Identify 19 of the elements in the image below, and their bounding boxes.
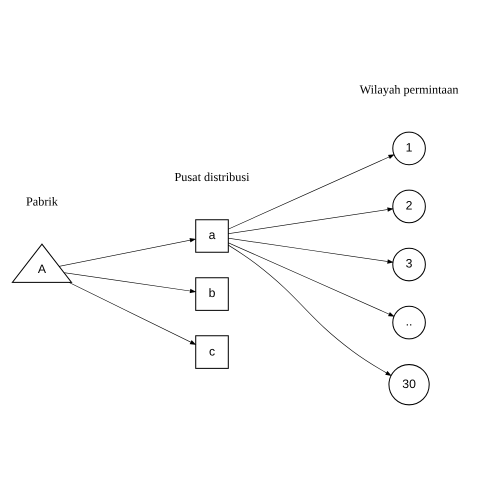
arrow bbox=[228, 238, 394, 264]
node-box: c bbox=[195, 335, 229, 369]
node-circle: 30 bbox=[388, 364, 430, 406]
arrow bbox=[64, 272, 196, 294]
arrow bbox=[59, 238, 196, 267]
node-circle: 3 bbox=[392, 248, 426, 282]
arrow bbox=[228, 154, 395, 230]
arrow bbox=[68, 282, 196, 345]
arrow bbox=[228, 244, 392, 376]
node-box: b bbox=[195, 277, 229, 311]
node-circle: 2 bbox=[392, 190, 426, 224]
label: Pusat distribusi bbox=[174, 170, 250, 184]
node-box: a bbox=[195, 219, 229, 253]
arrow bbox=[228, 207, 394, 234]
node-circle: .. bbox=[392, 306, 426, 340]
label: Pabrik bbox=[26, 194, 58, 209]
label: Wilayah permintaan bbox=[360, 82, 459, 97]
node-circle: 1 bbox=[392, 132, 426, 166]
arrow bbox=[228, 242, 395, 317]
